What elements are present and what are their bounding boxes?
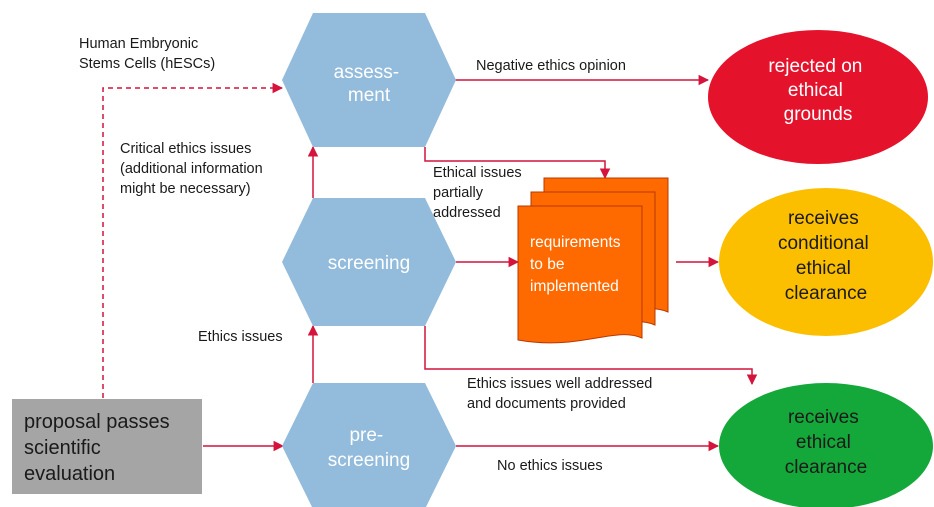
critical-issues-label: Critical ethics issues (additional infor… xyxy=(120,141,263,197)
ethics-issues-label: Ethics issues xyxy=(198,329,283,345)
edge-start-to-assessment-dashed xyxy=(102,82,284,398)
requirements-node: requirements to be implemented xyxy=(517,177,669,344)
assessment-node: assess- ment xyxy=(282,13,456,147)
well-addressed-label: Ethics issues well addressed and documen… xyxy=(467,376,653,412)
no-issues-label: No ethics issues xyxy=(497,458,603,474)
conditional-node: receives conditional ethical clearance xyxy=(719,188,933,336)
screening-node-text: screening xyxy=(328,253,410,274)
partially-addressed-label: Ethical issues partially addressed xyxy=(433,165,522,221)
assessment-node-text: assess- ment xyxy=(334,62,405,106)
clearance-node-text: receives ethical clearance xyxy=(785,407,867,478)
conditional-node-text: receives conditional ethical clearance xyxy=(778,208,874,304)
requirements-node-text: requirements to be implemented xyxy=(530,234,625,295)
rejected-node: rejected on ethical grounds xyxy=(708,30,928,164)
edges xyxy=(102,74,758,452)
start-node: proposal passes scientific evaluation xyxy=(12,399,202,494)
start-node-text: proposal passes scientific evaluation xyxy=(24,411,175,485)
edge-assessment-to-requirements xyxy=(424,147,611,180)
prescreening-node: pre- screening xyxy=(282,383,456,507)
screening-node: screening xyxy=(282,198,456,326)
rejected-node-text: rejected on ethical grounds xyxy=(768,56,867,125)
requirements-page-front xyxy=(517,205,643,344)
prescreening-node-text: pre- screening xyxy=(328,425,410,471)
hescs-label: Human Embryonic Stems Cells (hESCs) xyxy=(79,36,216,72)
clearance-node: receives ethical clearance xyxy=(719,383,933,507)
edge-screening-to-clearance xyxy=(424,326,758,386)
negative-opinion-label: Negative ethics opinion xyxy=(476,58,626,74)
